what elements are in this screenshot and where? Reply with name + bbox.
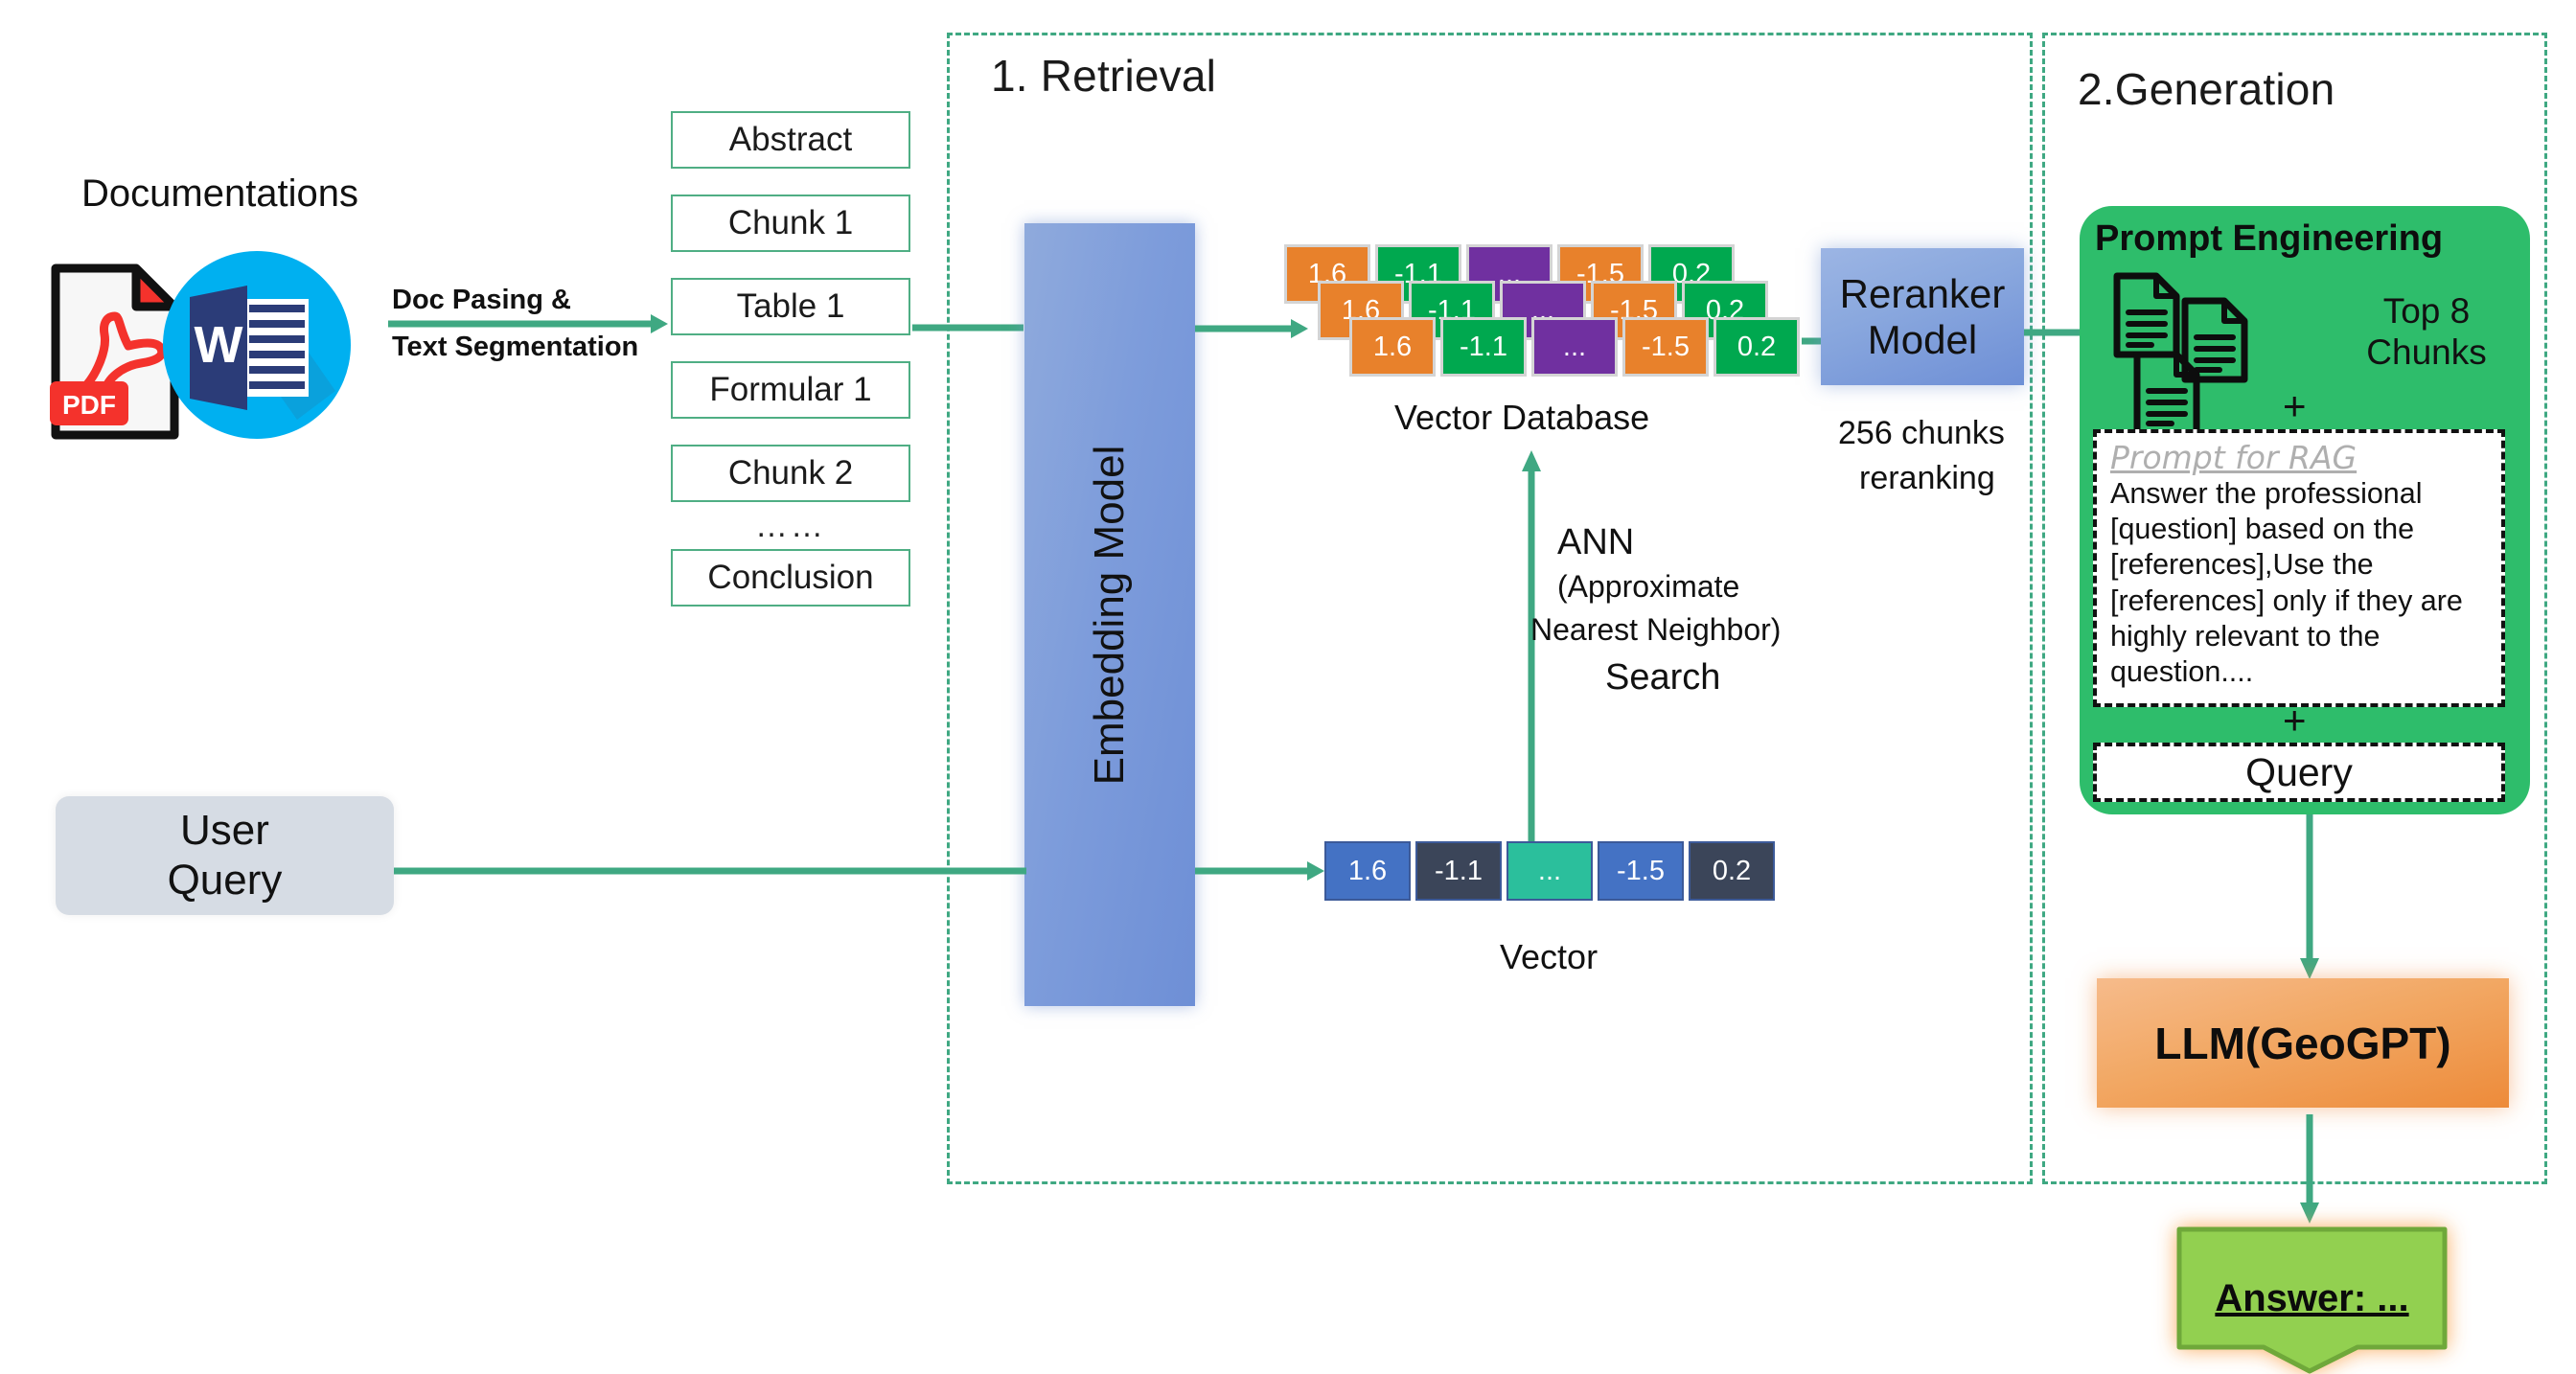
chunk-item-chunk1[interactable]: Chunk 1 [671,195,910,252]
embedding-model-label: Embedding Model [1086,445,1133,785]
doc-parsing-label-line2: Text Segmentation [392,332,639,362]
reranker-caption-line1: 256 chunks [1838,415,2005,451]
plus-sign-bottom: + [2283,698,2307,743]
vdb-cell: 0.2 [1714,317,1800,377]
user-query-line2: Query [167,857,283,904]
svg-text:PDF: PDF [62,390,116,420]
user-query-box[interactable]: User Query [56,796,394,915]
top-chunks-line2: Chunks [2366,332,2487,372]
ann-label-line4: Search [1605,657,1721,698]
svg-text:W: W [195,316,243,374]
chunks-to-embedding-arrow [912,319,1024,336]
vector-caption: Vector [1500,937,1598,976]
embedding-model-box[interactable]: Embedding Model [1024,223,1195,1006]
chunk-item-formular1[interactable]: Formular 1 [671,361,910,419]
plus-sign-top: + [2283,383,2307,428]
ann-label-line2: (Approximate [1557,569,1740,604]
reranker-caption-line2: reranking [1859,460,1995,496]
generation-section-title: 2.Generation [2078,64,2335,114]
prompt-engineering-title: Prompt Engineering [2095,218,2444,259]
vdb-cell: -1.1 [1440,317,1527,377]
answer-label: Answer: ... [2215,1277,2409,1319]
vector-cell: ... [1506,841,1593,901]
vector-cell: -1.5 [1598,841,1684,901]
query-box[interactable]: Query [2093,743,2505,802]
generation-to-llm-arrow [2300,814,2319,979]
generation-section-frame [2042,33,2547,1184]
word-file-icon: W [161,249,353,441]
vector-cell: 1.6 [1324,841,1411,901]
reranker-line1: Reranker [1839,271,2006,317]
ann-label-line1: ANN [1557,522,1635,562]
vdb-cell: ... [1531,317,1618,377]
user-query-line1: User [180,807,269,855]
answer-callout[interactable]: Answer: ... [2175,1225,2449,1374]
retrieval-section-frame [947,33,2033,1184]
chunk-item-table1[interactable]: Table 1 [671,278,910,335]
vdb-cell: 1.6 [1349,317,1436,377]
ann-search-arrow [1520,450,1543,862]
prompt-for-rag-box[interactable]: Prompt for RAG Answer the professional [… [2093,429,2505,707]
chunk-item-conclusion[interactable]: Conclusion [671,549,910,607]
llm-box[interactable]: LLM(GeoGPT) [2097,978,2509,1108]
vector-cell: -1.1 [1415,841,1502,901]
userquery-to-embedding-arrow [394,862,1026,880]
vector-row[interactable]: 1.6 -1.1 ... -1.5 0.2 [1324,841,1775,901]
document-icon [2132,350,2201,438]
reranker-line2: Model [1867,316,1978,362]
top-chunks-line1: Top 8 [2382,291,2471,331]
embedding-to-vectordb-arrow [1195,319,1308,338]
pdf-file-icon: PDF [48,261,182,443]
chunk-ellipsis: …… [755,508,826,544]
prompt-header: Prompt for RAG [2110,439,2358,476]
document-icon [2112,271,2181,359]
doc-parsing-arrow [388,313,668,334]
chunk-item-chunk2[interactable]: Chunk 2 [671,445,910,502]
chunk-item-abstract[interactable]: Abstract [671,111,910,169]
doc-parsing-label-line1: Doc Pasing & [392,285,571,315]
vector-database-stack[interactable]: 1.6 -1.1 ... -1.5 0.2 1.6 -1.1 ... -1.5 … [1284,244,1802,398]
vector-database-caption: Vector Database [1394,398,1650,437]
llm-to-answer-arrow [2300,1114,2319,1224]
reranker-model-box[interactable]: Reranker Model [1821,248,2024,385]
vdb-cell: -1.5 [1622,317,1709,377]
prompt-body: Answer the professional [question] based… [2110,477,2463,689]
retrieval-section-title: 1. Retrieval [991,51,1217,101]
top-chunks-label: Top 8 Chunks [2340,291,2513,373]
ann-label-line3: Nearest Neighbor) [1530,612,1782,647]
embedding-to-vector-arrow [1195,861,1324,881]
documentations-heading: Documentations [81,172,359,215]
vector-cell: 0.2 [1689,841,1775,901]
